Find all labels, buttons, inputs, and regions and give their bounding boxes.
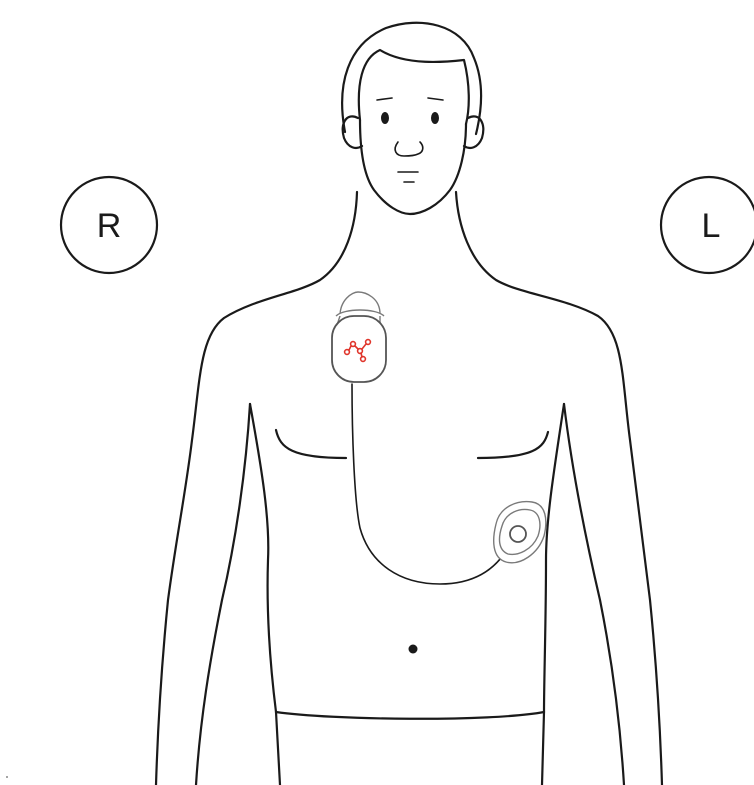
nose xyxy=(395,142,423,156)
left-inner-arm xyxy=(564,404,624,785)
left-eyebrow xyxy=(428,98,443,100)
navel xyxy=(409,645,418,654)
left-eye xyxy=(431,112,439,124)
right-eye xyxy=(381,112,389,124)
sensor-button xyxy=(510,526,526,542)
waistband-left-edge xyxy=(542,712,544,785)
right-side-label: R xyxy=(97,207,122,245)
hair-outline xyxy=(342,23,481,134)
head xyxy=(342,23,483,214)
hairline xyxy=(359,50,469,124)
right-eyebrow xyxy=(377,98,392,100)
right-pectoral xyxy=(276,430,346,458)
right-side-marker: R xyxy=(61,177,157,273)
waistband-top xyxy=(276,712,544,719)
right-body-outline xyxy=(156,192,357,785)
abdomen-sensor xyxy=(494,502,546,563)
device-lead-wire xyxy=(352,384,512,584)
left-body-outline xyxy=(456,192,662,785)
waistband-right-edge xyxy=(276,712,280,785)
left-side-marker: L xyxy=(661,177,754,273)
torso xyxy=(6,192,662,785)
face-outline xyxy=(360,120,466,214)
left-pectoral xyxy=(478,432,548,458)
torso-left-side xyxy=(544,404,564,712)
right-inner-arm xyxy=(196,404,250,785)
stray-mark xyxy=(6,776,8,778)
left-side-label: L xyxy=(702,207,721,245)
chest-device xyxy=(332,292,386,382)
torso-right-side xyxy=(250,404,276,712)
